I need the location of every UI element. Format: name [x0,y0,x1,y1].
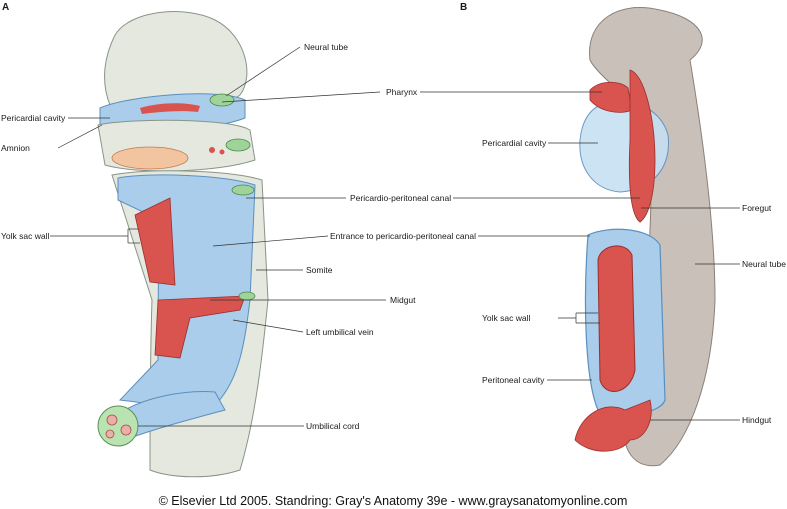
label-left-umbilical-vein: Left umbilical vein [306,327,374,337]
label-amnion: Amnion [1,143,30,153]
upper-pharynx [140,103,200,114]
label-somite: Somite [306,265,333,275]
label-entrance-canal: Entrance to pericardio-peritoneal canal [330,231,476,241]
label-pharynx: Pharynx [386,87,418,97]
label-pericardio-peritoneal-canal: Pericardio-peritoneal canal [350,193,451,203]
lower-neural-tube [231,184,255,196]
label-pericardial-cavity-b: Pericardial cavity [482,138,547,148]
yolk-sac-wall-upper [134,197,176,286]
panel-a-illustration [97,11,269,478]
yolk-sac-inner [597,245,636,392]
panel-label-b: B [460,2,467,13]
label-yolk-sac-wall-a: Yolk sac wall [1,231,49,241]
label-yolk-sac-wall-b: Yolk sac wall [482,313,530,323]
label-neural-tube-b: Neural tube [742,259,786,269]
coelom-a [117,174,256,408]
panel-label-a: A [2,2,9,13]
pericardial-cavity-a [111,146,189,170]
copyright-credit: © Elsevier Ltd 2005. Standring: Gray's A… [159,494,628,508]
upper-neural-tube [209,93,235,107]
label-pericardial-cavity-a: Pericardial cavity [1,113,66,123]
mid-neural-tube [225,138,251,152]
label-midgut: Midgut [390,295,416,305]
umbilical-cord-stalk [109,391,226,441]
hindgut-b [574,399,652,452]
leader-lines [50,46,740,427]
label-foregut: Foregut [742,203,772,213]
label-umbilical-cord: Umbilical cord [306,421,360,431]
label-peritoneal-cavity: Peritoneal cavity [482,375,545,385]
umbilical-cord-section [97,405,139,447]
head-ectoderm [104,11,248,109]
panel-b-illustration [574,6,716,467]
foregut-b [628,69,656,223]
label-hindgut: Hindgut [742,415,772,425]
label-neural-tube-a: Neural tube [304,42,348,52]
